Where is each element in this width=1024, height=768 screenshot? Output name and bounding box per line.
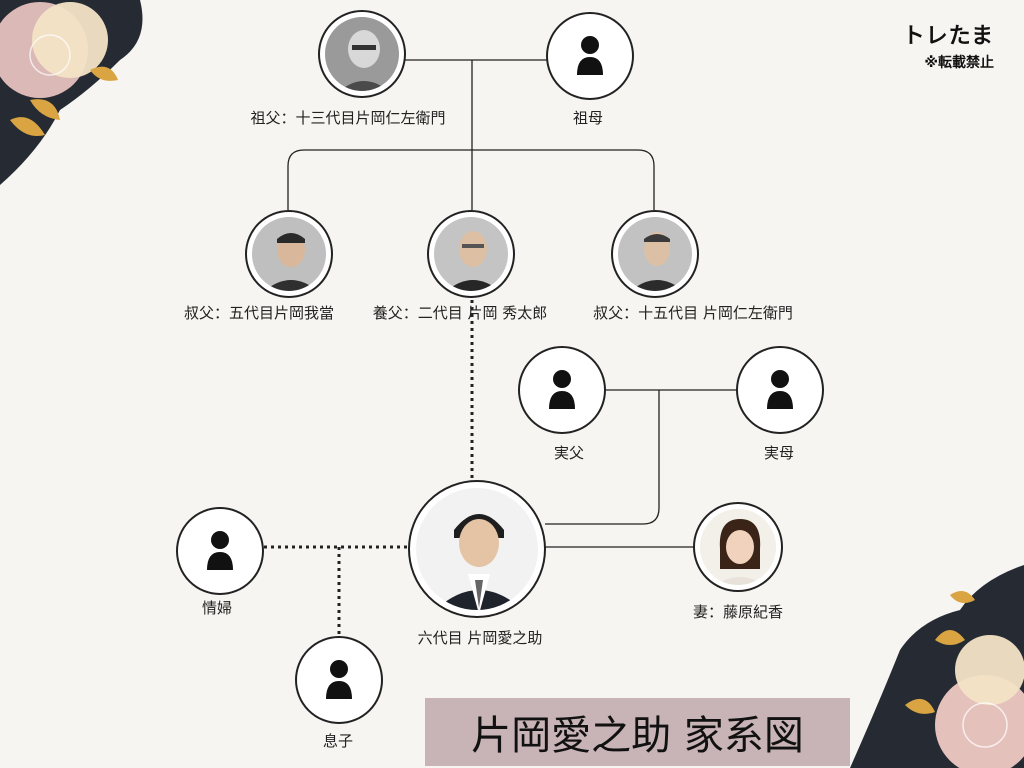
title-banner: 片岡愛之助 家系図 [425, 698, 850, 766]
grandmother-label: 祖母 [572, 109, 604, 127]
person-icon [549, 370, 575, 409]
self-label: 六代目 片岡愛之助 [417, 629, 543, 647]
father-label: 実父 [553, 444, 585, 462]
grandfather-photo [325, 17, 399, 91]
person-icon [767, 370, 793, 409]
mistress-label: 情婦 [201, 599, 233, 617]
self-node [408, 480, 546, 618]
father-node [518, 346, 606, 434]
grandfather-label: 祖父：十三代目片岡仁左衛門 [250, 109, 446, 127]
brand-logo: トレたま [902, 24, 994, 49]
self-photo [416, 488, 538, 610]
person-icon [577, 36, 603, 75]
brand-watermark: トレたま ※転載禁止 [903, 18, 994, 72]
adoptive-father-node [427, 210, 515, 298]
uncle1-node [245, 210, 333, 298]
person-icon [326, 660, 352, 699]
uncle2-label: 叔父：十五代目 片岡仁左衛門 [593, 304, 793, 322]
grandmother-node [546, 12, 634, 100]
adoptive-father-label: 養父：二代目 片岡 秀太郎 [372, 304, 548, 322]
mother-label: 実母 [763, 444, 795, 462]
wife-photo [700, 509, 776, 585]
wife-node [693, 502, 783, 592]
dotted-lines [264, 300, 474, 636]
grandfather-node [318, 10, 406, 98]
mother-node [736, 346, 824, 434]
wife-label: 妻：藤原紀香 [692, 603, 784, 621]
son-node [295, 636, 383, 724]
floral-decoration-bottom-right [850, 565, 1024, 768]
uncle1-photo [252, 217, 326, 291]
uncle1-label: 叔父：五代目片岡我當 [183, 304, 335, 322]
uncle2-photo [618, 217, 692, 291]
adoptive-father-photo [434, 217, 508, 291]
person-icon [207, 531, 233, 570]
copyright-note: ※転載禁止 [924, 55, 994, 71]
floral-decoration-top-left [0, 0, 143, 185]
connector-lines [287, 59, 738, 548]
mistress-node [176, 507, 264, 595]
son-label: 息子 [322, 732, 354, 750]
uncle2-node [611, 210, 699, 298]
diagram-title: 片岡愛之助 家系図 [471, 713, 804, 759]
